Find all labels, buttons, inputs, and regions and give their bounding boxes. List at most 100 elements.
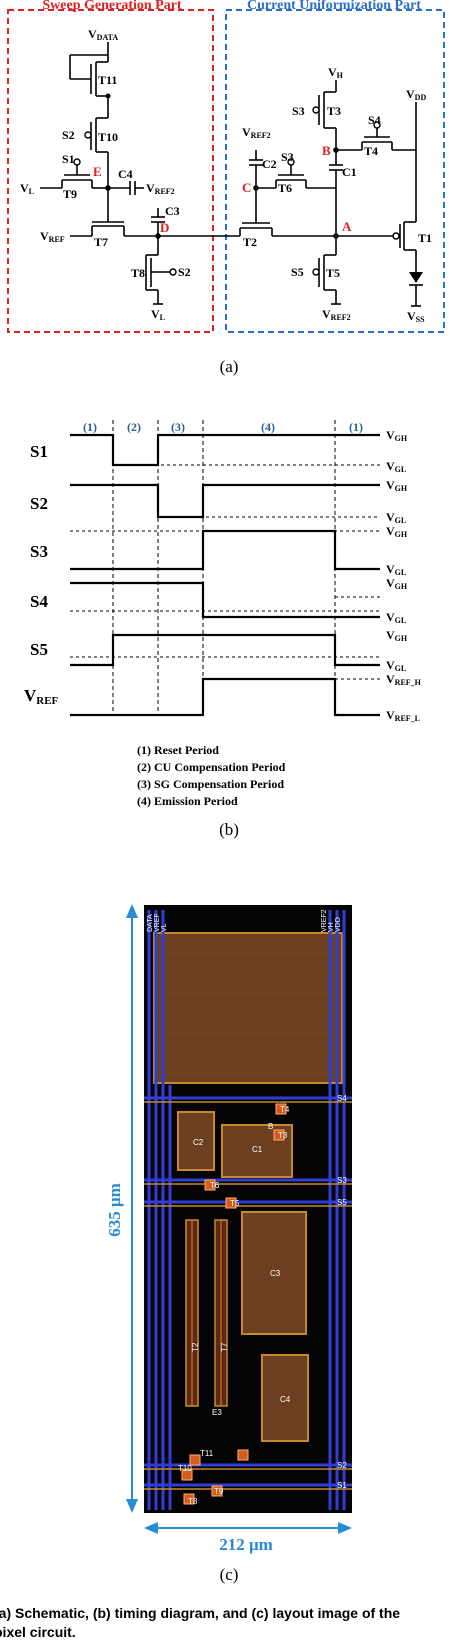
pin-label: DATA xyxy=(147,914,154,932)
layout-top-pins: DATA VREF VL VREF2 VH VDD xyxy=(147,909,342,932)
timing-signal-label: S2 xyxy=(30,494,48,513)
level-label: VGH xyxy=(386,524,408,539)
signal-label: S5 xyxy=(291,265,304,279)
period-label: (2) xyxy=(127,420,141,434)
layout-side-label: S5 xyxy=(337,1198,347,1207)
period-label: (1) xyxy=(83,420,97,434)
level-label: VGH xyxy=(386,576,408,591)
level-label: VGL xyxy=(386,562,406,577)
layout-c3 xyxy=(241,1211,307,1335)
panel-label-a: (a) xyxy=(220,357,239,376)
schematic-diagram: Sweep Generation Part Current Uniformiza… xyxy=(7,0,445,376)
pin-label: VREF xyxy=(154,913,161,932)
waveform-vref xyxy=(70,677,380,717)
node-label: B xyxy=(322,143,331,158)
level-label: VGH xyxy=(386,628,408,643)
transistor-label: T9 xyxy=(63,187,77,201)
level-label: VGL xyxy=(386,610,406,625)
level-label: VGH xyxy=(386,478,408,493)
legend-item: (3) SG Compensation Period xyxy=(137,777,284,791)
waveform-s2 xyxy=(70,483,380,519)
level-label: VREF_H xyxy=(386,672,422,687)
layout-component-label: E3 xyxy=(212,1408,222,1417)
layout-side-label: S3 xyxy=(337,1176,347,1185)
layout-component-label: C3 xyxy=(270,1269,281,1278)
legend-item: (4) Emission Period xyxy=(137,794,238,808)
sweep-generation-title: Sweep Generation Part xyxy=(42,0,182,13)
current-uniformization-box xyxy=(225,9,445,333)
capacitor-label: C1 xyxy=(342,165,357,179)
layout-component-label: B xyxy=(268,1122,273,1131)
transistor-label: T6 xyxy=(278,181,292,195)
timing-signal-label: S5 xyxy=(30,640,48,659)
signal-label: S3 xyxy=(292,104,305,118)
level-label: VGL xyxy=(386,459,406,474)
level-label: VREF_L xyxy=(386,708,420,723)
pin-label: VDD xyxy=(335,917,342,932)
layout-component-label: T11 xyxy=(200,1449,214,1458)
supply-vref2-c2: VREF2 xyxy=(242,125,271,140)
layout-component-label: T7 xyxy=(220,1342,229,1352)
level-label: VGH xyxy=(386,428,408,443)
supply-vref2-t5: VREF2 xyxy=(322,307,351,322)
transistor-label: T3 xyxy=(327,104,341,118)
signal-label: S3 xyxy=(281,150,294,164)
transistor-label: T10 xyxy=(98,130,118,144)
supply-vdd: VDD xyxy=(406,87,426,102)
layout-c1 xyxy=(221,1124,293,1178)
level-label: VGL xyxy=(386,658,406,673)
node-label: A xyxy=(342,219,352,234)
caption-line-1: (a) Schematic, (b) timing diagram, and (… xyxy=(0,1605,401,1621)
timing-signal-label: S3 xyxy=(30,542,48,561)
layout-component-label: T3 xyxy=(278,1131,288,1140)
node-label: E xyxy=(93,164,102,179)
signal-label: S2 xyxy=(178,265,191,279)
height-dimension: 635 μm xyxy=(105,1183,124,1237)
timing-signal-label: S4 xyxy=(30,592,48,611)
timing-signal-label-vref: VREF xyxy=(24,686,59,707)
layout-side-label: S4 xyxy=(337,1094,347,1103)
layout-image: DATA VREF VL VREF2 VH VDD S4 S3 S5 S2 S1… xyxy=(105,904,352,1584)
period-label: (3) xyxy=(171,420,185,434)
node-label: D xyxy=(160,220,169,235)
signal-label: S1 xyxy=(62,152,75,166)
capacitor-label: C3 xyxy=(165,204,180,218)
pin-label: VH xyxy=(328,922,335,932)
legend-item: (1) Reset Period xyxy=(137,743,219,757)
signal-label: S4 xyxy=(368,113,381,127)
supply-vref2-c4: VREF2 xyxy=(146,181,175,196)
supply-vl-left: VL xyxy=(20,181,34,196)
panel-label-c: (c) xyxy=(220,1565,239,1584)
supply-vdata: VDATA xyxy=(88,27,118,42)
waveform-s1 xyxy=(70,433,380,467)
transistor-label: T1 xyxy=(418,231,432,245)
transistor-label: T8 xyxy=(131,266,145,280)
capacitor-label: C4 xyxy=(118,167,133,181)
layout-side-label: S1 xyxy=(337,1481,347,1490)
current-uniformization-title: Current Uniformization Part xyxy=(247,0,421,13)
layout-c2 xyxy=(177,1111,215,1171)
period-label: (1) xyxy=(349,420,363,434)
panel-label-b: (b) xyxy=(219,820,239,839)
transistor-label: T11 xyxy=(98,73,117,87)
transistor-label: T5 xyxy=(326,266,340,280)
transistor-label: T2 xyxy=(243,235,257,249)
sweep-generation-box xyxy=(7,9,214,333)
pin-label: VL xyxy=(161,923,168,932)
supply-vss: VSS xyxy=(407,309,425,324)
transistor-label: T7 xyxy=(94,235,108,249)
waveform-s5 xyxy=(70,633,380,667)
node-label: C xyxy=(242,180,251,195)
width-dimension: 212 μm xyxy=(219,1535,273,1554)
waveform-s4 xyxy=(70,581,380,619)
legend-item: (2) CU Compensation Period xyxy=(137,760,286,774)
transistor-label: T4 xyxy=(364,144,378,158)
layout-c4 xyxy=(261,1354,309,1442)
layout-component-label: T8 xyxy=(188,1497,198,1506)
figure-caption: (a) Schematic, (b) timing diagram, and (… xyxy=(0,1604,470,1644)
waveform-s3 xyxy=(70,529,380,571)
layout-component-label: T4 xyxy=(280,1105,290,1114)
layout-component-label: T10 xyxy=(178,1464,192,1473)
supply-vl-bottom: VL xyxy=(151,307,165,322)
pin-label: VREF2 xyxy=(321,909,328,932)
